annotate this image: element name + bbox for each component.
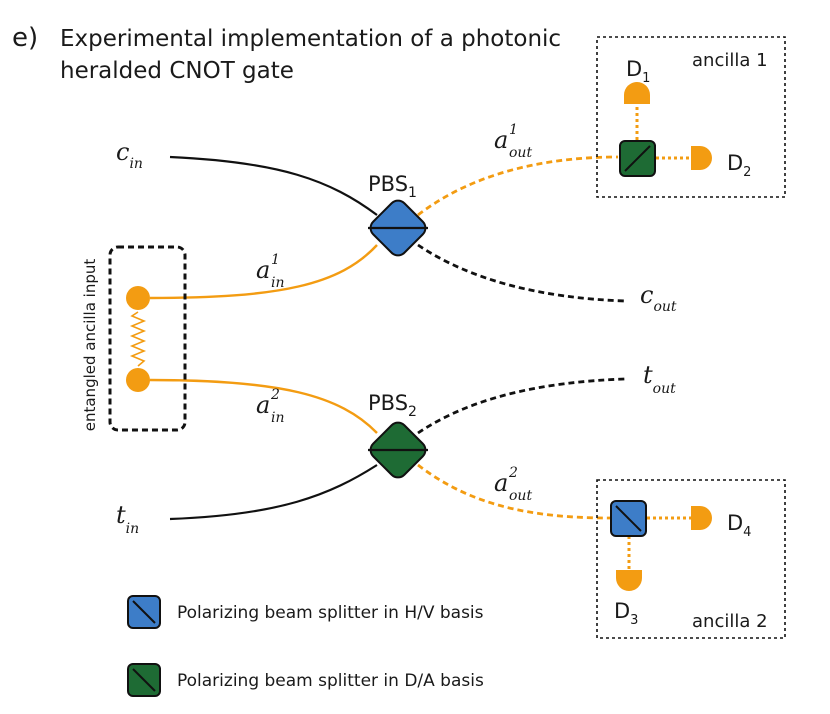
detector-d1 bbox=[624, 82, 650, 104]
title-line-1: Experimental implementation of a photoni… bbox=[60, 26, 561, 52]
ancilla-photon-1 bbox=[126, 286, 150, 310]
legend-hv-swatch bbox=[127, 595, 161, 629]
detector-d3-label: D3 bbox=[614, 599, 638, 628]
t-out-line bbox=[417, 377, 626, 435]
a2-in-sub: in bbox=[271, 410, 285, 426]
panel-label: e) bbox=[12, 23, 38, 53]
pbs1-label: PBS1 bbox=[368, 172, 417, 201]
ancilla2-pbs bbox=[610, 500, 647, 537]
a1-in-line bbox=[149, 244, 378, 300]
t-in-line bbox=[169, 464, 378, 521]
c-in-line bbox=[169, 155, 378, 216]
legend-da-swatch bbox=[127, 663, 161, 697]
ancilla2-box bbox=[596, 479, 786, 639]
c-in-label: cin bbox=[116, 138, 143, 172]
t-out-label: tout bbox=[643, 361, 676, 397]
detector-d1-label: D1 bbox=[626, 57, 650, 86]
entanglement-spring bbox=[129, 311, 147, 367]
detector-d2 bbox=[691, 146, 712, 170]
ancilla1-label: ancilla 1 bbox=[692, 50, 768, 71]
legend-hv-label: Polarizing beam splitter in H/V basis bbox=[177, 603, 484, 623]
a2-in-label: a bbox=[256, 391, 270, 419]
a2-out-sub: out bbox=[509, 488, 532, 504]
c-out-line bbox=[417, 243, 626, 303]
a2-out-sup: 2 bbox=[508, 465, 518, 481]
a1-out-line bbox=[417, 155, 619, 217]
t-in-label: tin bbox=[116, 501, 139, 537]
detector-d2-label: D2 bbox=[727, 151, 751, 180]
detector-d4 bbox=[691, 506, 712, 530]
ancilla2-label: ancilla 2 bbox=[692, 611, 768, 632]
a1-in-sup: 1 bbox=[271, 252, 280, 268]
a2-out-line bbox=[417, 463, 611, 520]
a2-in-sup: 2 bbox=[270, 387, 280, 403]
a1-out-sup: 1 bbox=[509, 122, 518, 138]
a2-in-line bbox=[149, 378, 378, 434]
detector-d3 bbox=[616, 570, 642, 591]
title-line-2: heralded CNOT gate bbox=[60, 58, 294, 84]
pbs2-splitter bbox=[368, 421, 428, 479]
c-out-label: cout bbox=[640, 281, 677, 315]
legend-da-label: Polarizing beam splitter in D/A basis bbox=[177, 671, 484, 691]
a1-out-label: a bbox=[494, 126, 508, 154]
pbs1-splitter bbox=[368, 199, 428, 257]
detector-d4-label: D4 bbox=[727, 511, 751, 540]
pbs2-label: PBS2 bbox=[368, 391, 417, 420]
a2-out-label: a bbox=[494, 469, 508, 497]
ancilla-input-box bbox=[108, 245, 187, 432]
ancilla-photon-2 bbox=[126, 368, 150, 392]
ancilla1-pbs bbox=[619, 140, 656, 177]
a1-in-label: a bbox=[256, 256, 270, 284]
a1-in-sub: in bbox=[271, 275, 285, 291]
a1-out-sub: out bbox=[509, 145, 532, 161]
ancilla-input-label: entangled ancilla input bbox=[81, 259, 99, 432]
